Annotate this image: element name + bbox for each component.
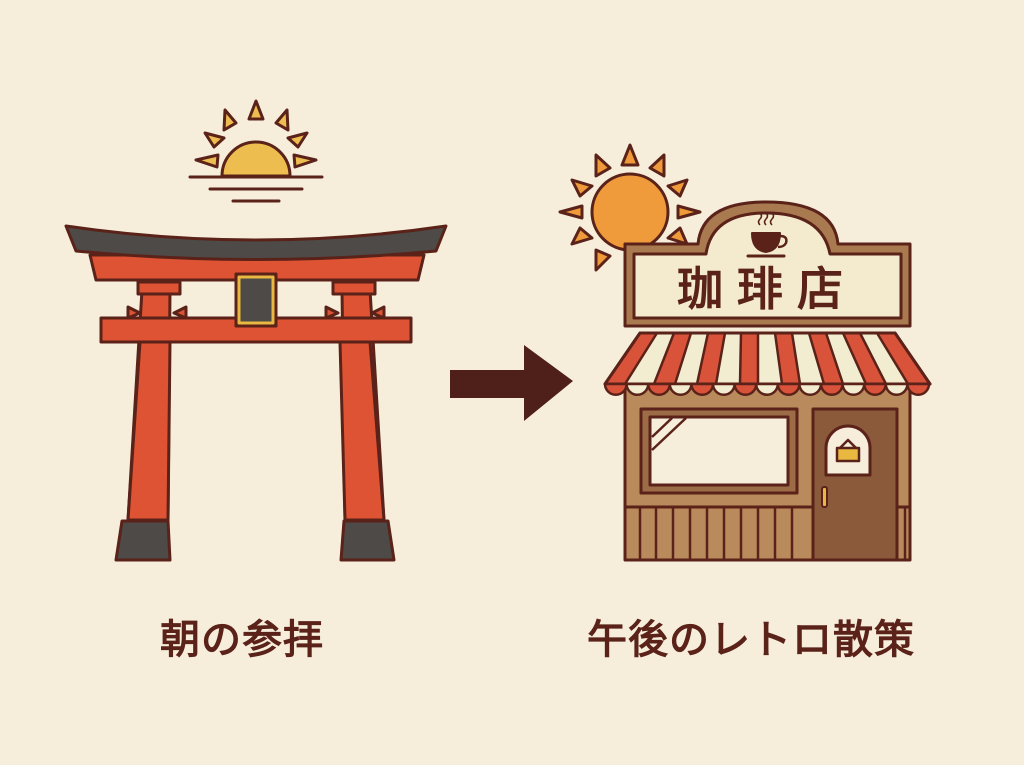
afternoon-sun-icon [558,143,702,272]
coffee-shop-icon: 珈琲店 [603,200,932,562]
arrow-right-icon [450,345,573,421]
caption-afternoon-retro-walk: 午後のレトロ散策 [587,617,915,663]
torii-gate-icon [64,224,448,562]
striped-awning [603,331,932,396]
morning-sun-icon [188,99,324,203]
shop-sign-text: 珈琲店 [677,262,857,316]
coffee-cup-icon [746,212,788,258]
caption-morning-visit: 朝の参拝 [160,617,324,663]
